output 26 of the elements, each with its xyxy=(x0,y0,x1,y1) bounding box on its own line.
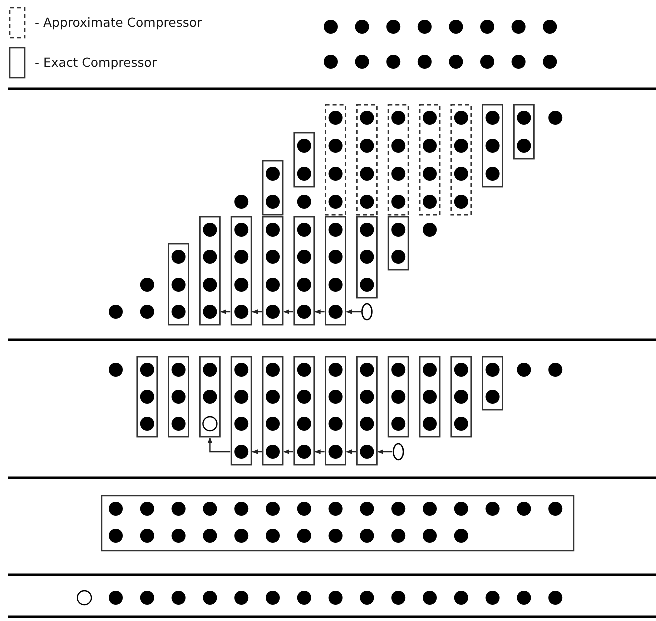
solid-frame xyxy=(356,356,378,466)
solid-frame xyxy=(294,216,316,326)
arrow xyxy=(314,310,325,314)
solid-frame xyxy=(325,356,346,466)
solid-frame xyxy=(294,356,316,466)
solid-frame xyxy=(325,216,346,326)
solid-frame xyxy=(200,356,221,438)
arrow xyxy=(220,310,231,314)
arrow xyxy=(252,310,262,314)
arrow xyxy=(283,450,294,454)
arrow xyxy=(208,437,231,453)
arrow xyxy=(252,450,262,454)
hollow-oval xyxy=(392,443,404,461)
arrow xyxy=(378,450,393,454)
arrow xyxy=(314,450,325,454)
arrow xyxy=(283,310,294,314)
solid-frame xyxy=(200,216,221,326)
solid-frame xyxy=(230,216,252,326)
legend-label: - Approximate Compressor xyxy=(35,15,202,31)
arrow xyxy=(346,310,362,314)
arrow xyxy=(346,450,356,454)
solid-frame xyxy=(262,356,284,466)
solid-frame xyxy=(262,216,284,326)
hollow-oval xyxy=(362,303,373,321)
solid-frame xyxy=(230,356,252,466)
legend-label: - Exact Compressor xyxy=(35,55,158,71)
